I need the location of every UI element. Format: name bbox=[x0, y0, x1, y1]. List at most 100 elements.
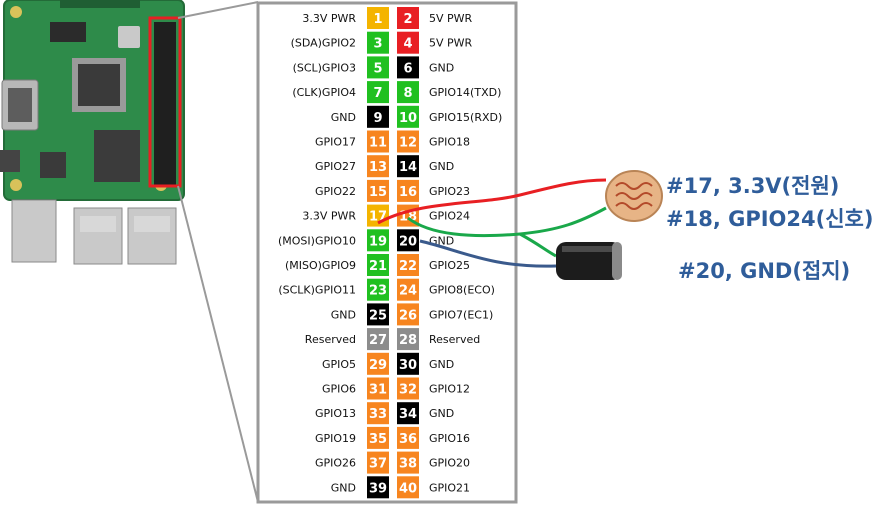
pin-9-number: 9 bbox=[373, 111, 382, 126]
pin-30-label: GND bbox=[429, 358, 454, 371]
pin-22-label: GPIO25 bbox=[429, 259, 470, 272]
pin-30-box bbox=[397, 352, 419, 375]
pin-40-box bbox=[397, 476, 419, 499]
pin-40-number: 40 bbox=[399, 481, 417, 496]
pin-13-box bbox=[367, 155, 389, 178]
pin-5-label: (SCL)GPIO3 bbox=[293, 61, 356, 74]
pin-34-number: 34 bbox=[399, 407, 417, 422]
pin-35-box bbox=[367, 426, 389, 449]
pin-38-number: 38 bbox=[399, 457, 417, 472]
pin-25-box bbox=[367, 303, 389, 326]
pin-1-box bbox=[367, 7, 389, 29]
raspberry-pi-board-icon bbox=[0, 0, 185, 265]
pin-31-number: 31 bbox=[369, 383, 387, 398]
pin-2-number: 2 bbox=[403, 12, 412, 27]
pin-34-label: GND bbox=[429, 407, 454, 420]
pin-33-box bbox=[367, 402, 389, 425]
pin-5-box bbox=[367, 56, 389, 79]
pin-31-box bbox=[367, 377, 389, 400]
pin-36-box bbox=[397, 426, 419, 449]
pin-37-label: GPIO26 bbox=[315, 457, 356, 470]
pin-32-box bbox=[397, 377, 419, 400]
connector-line-bottom bbox=[177, 185, 259, 503]
pin-12-number: 12 bbox=[399, 136, 417, 151]
pin-14-label: GND bbox=[429, 160, 454, 173]
wires bbox=[377, 178, 607, 268]
pin-5-number: 5 bbox=[373, 61, 382, 76]
pin-27-number: 27 bbox=[369, 333, 387, 348]
pin-3-label: (SDA)GPIO2 bbox=[291, 37, 356, 50]
pin-35-label: GPIO19 bbox=[315, 432, 356, 445]
pin-8-label: GPIO14(TXD) bbox=[429, 86, 501, 99]
annotation-group: #17, 3.3V(전원) #18, GPIO24(신호) #20, GND(접… bbox=[650, 0, 890, 300]
pin-18-label: GPIO24 bbox=[429, 210, 470, 223]
pin-28-box bbox=[397, 328, 419, 351]
pin-7-box bbox=[367, 81, 389, 104]
pin-4-number: 4 bbox=[403, 37, 412, 52]
pin-24-number: 24 bbox=[399, 284, 417, 299]
pin-23-box bbox=[367, 278, 389, 301]
pin-2-label: 5V PWR bbox=[429, 12, 473, 25]
photoresistor-icon bbox=[605, 170, 663, 222]
pin-29-box bbox=[367, 352, 389, 375]
pin-21-box bbox=[367, 254, 389, 276]
pin-32-label: GPIO12 bbox=[429, 383, 470, 396]
pin-13-number: 13 bbox=[369, 160, 387, 175]
pin-26-number: 26 bbox=[399, 308, 417, 323]
pin-19-label: (MOSI)GPIO10 bbox=[278, 234, 356, 247]
pin-10-box bbox=[397, 105, 419, 128]
pin-39-label: GND bbox=[331, 481, 356, 494]
pin-22-box bbox=[397, 254, 419, 276]
pin-15-box bbox=[367, 179, 389, 202]
pin-9-box bbox=[367, 105, 389, 128]
pin-7-label: (CLK)GPIO4 bbox=[292, 86, 356, 99]
pin-10-label: GPIO15(RXD) bbox=[429, 111, 502, 124]
pin-10-number: 10 bbox=[399, 111, 417, 126]
pin-40-label: GPIO21 bbox=[429, 481, 470, 494]
pin-16-number: 16 bbox=[399, 185, 417, 200]
pin-12-label: GPIO18 bbox=[429, 136, 470, 149]
pin-29-label: GPIO5 bbox=[322, 358, 356, 371]
pin-37-number: 37 bbox=[369, 457, 387, 472]
pin-12-box bbox=[397, 130, 419, 153]
pin-2-box bbox=[397, 7, 419, 29]
pin-21-label: (MISO)GPIO9 bbox=[285, 259, 356, 272]
pin-20-number: 20 bbox=[399, 234, 417, 249]
pin-4-label: 5V PWR bbox=[429, 37, 473, 50]
pin-9-label: GND bbox=[331, 111, 356, 124]
pin-36-label: GPIO16 bbox=[429, 432, 470, 445]
pin-37-box bbox=[367, 451, 389, 474]
wire-ground bbox=[419, 239, 557, 268]
wire-signal bbox=[407, 206, 607, 238]
pin-7-number: 7 bbox=[373, 86, 382, 101]
pin-8-number: 8 bbox=[403, 86, 412, 101]
pin-35-number: 35 bbox=[369, 432, 387, 447]
pin-27-label: Reserved bbox=[305, 333, 356, 346]
wire-signal-branch bbox=[519, 232, 557, 258]
pin-1-number: 1 bbox=[373, 12, 382, 27]
pin-26-box bbox=[397, 303, 419, 326]
pin-15-label: GPIO22 bbox=[315, 185, 356, 198]
pin-26-label: GPIO7(EC1) bbox=[429, 308, 493, 321]
pin-29-number: 29 bbox=[369, 358, 387, 373]
pin-3-box bbox=[367, 31, 389, 54]
pin-24-box bbox=[397, 278, 419, 301]
wire-power bbox=[377, 178, 607, 225]
pin-14-box bbox=[397, 155, 419, 178]
capacitor-icon bbox=[556, 242, 622, 280]
pin-25-label: GND bbox=[331, 308, 356, 321]
pin-8-box bbox=[397, 81, 419, 104]
pin-4-box bbox=[397, 31, 419, 54]
pin-1-label: 3.3V PWR bbox=[302, 12, 356, 25]
pin-23-label: (SCLK)GPIO11 bbox=[278, 284, 356, 297]
pin-15-number: 15 bbox=[369, 185, 387, 200]
pin-16-label: GPIO23 bbox=[429, 185, 470, 198]
pin-20-box bbox=[397, 229, 419, 252]
pin-32-number: 32 bbox=[399, 383, 417, 398]
pin-39-number: 39 bbox=[369, 481, 387, 496]
pin-38-label: GPIO20 bbox=[429, 457, 470, 470]
pin-25-number: 25 bbox=[369, 308, 387, 323]
